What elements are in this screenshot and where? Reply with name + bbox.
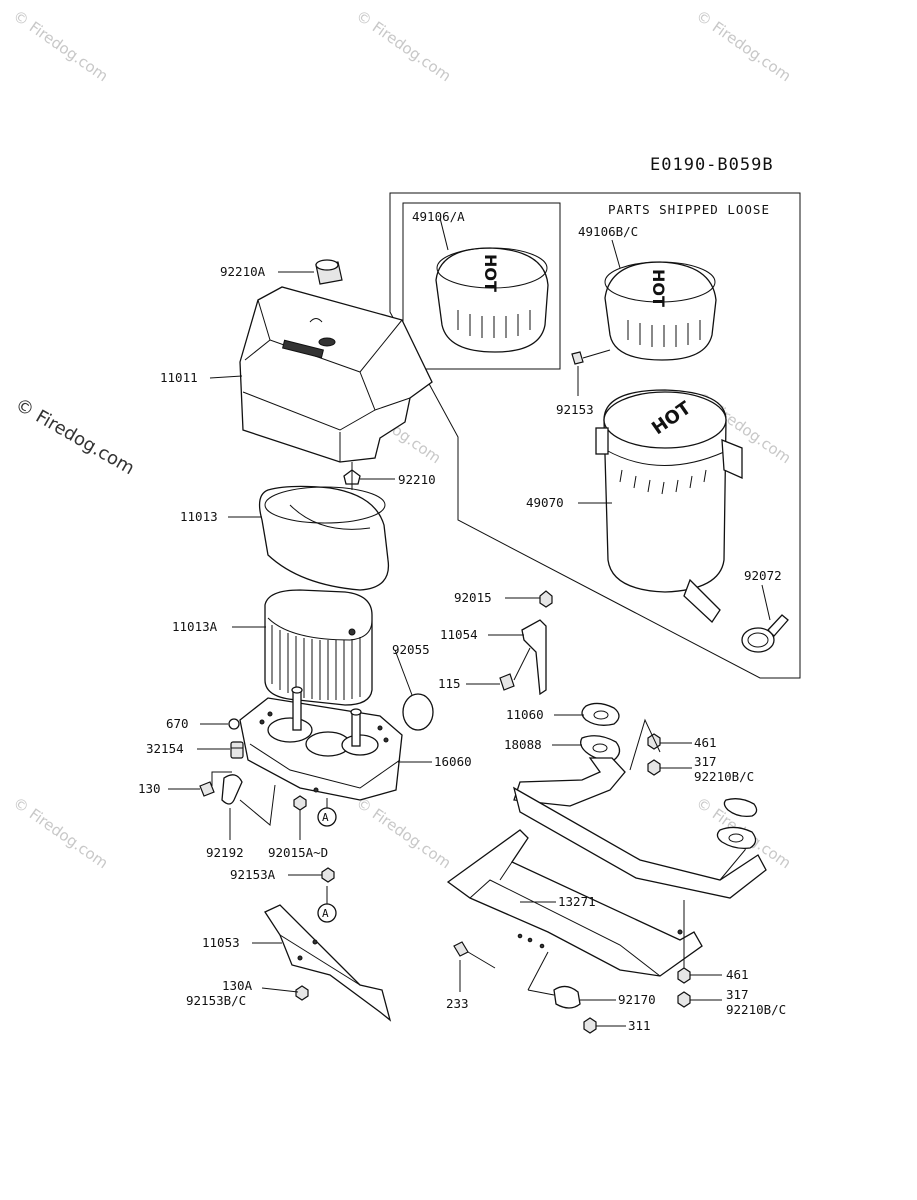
callout-92170: 92170 <box>618 992 656 1007</box>
callout-92153b-c: 92153B/C <box>186 993 246 1008</box>
part-92072-clamp <box>741 614 789 653</box>
part-18088-pipe <box>512 735 767 899</box>
callout-670: 670 <box>166 716 189 731</box>
watermark: © Firedog.com <box>10 7 112 86</box>
callout-49106b-c: 49106B/C <box>578 224 638 239</box>
callout-11013: 11013 <box>180 509 218 524</box>
callout-92072: 92072 <box>744 568 782 583</box>
part-11060-gasket <box>581 702 620 726</box>
callout-115: 115 <box>438 676 461 691</box>
callout-92210: 92210 <box>398 472 436 487</box>
callout-130: 130 <box>138 781 161 796</box>
callout-92153a: 92153A <box>230 867 276 882</box>
part-317-nut-b <box>677 991 691 1008</box>
part-13271-bracket <box>446 829 703 977</box>
part-92170-clamp <box>527 951 581 1009</box>
watermark: © Firedog.com <box>353 7 455 86</box>
callout-49070: 49070 <box>526 495 564 510</box>
callout-92015a-d: 92015A~D <box>268 845 328 860</box>
part-11053-bracket <box>264 904 392 1022</box>
box-note: PARTS SHIPPED LOOSE <box>608 202 770 217</box>
callout-130a: 130A <box>222 978 253 993</box>
callout-311: 311 <box>628 1018 651 1033</box>
part-461-washer-a <box>647 733 661 750</box>
callout-18088: 18088 <box>504 737 542 752</box>
callout-92210b-c-a: 92210B/C <box>694 769 754 784</box>
callout-13271: 13271 <box>558 894 596 909</box>
part-670-ring <box>228 718 240 730</box>
watermark-main: © Firedog.com <box>12 394 138 479</box>
callout-92153: 92153 <box>556 402 594 417</box>
callout-92210a: 92210A <box>220 264 266 279</box>
part-115-bolt <box>499 647 531 691</box>
callout-233: 233 <box>446 996 469 1011</box>
callout-317-b: 317 <box>726 987 749 1002</box>
watermark: © Firedog.com <box>693 7 795 86</box>
part-32154-fitting <box>230 741 244 759</box>
ref-mark-label: A <box>322 907 329 920</box>
part-11054-bracket <box>521 619 547 696</box>
watermark: © Firedog.com <box>353 794 455 873</box>
part-92210-wingnut <box>343 462 361 490</box>
part-11013-foam <box>258 485 390 591</box>
part-49106bc-screen: HOT <box>604 261 717 361</box>
callout-92192: 92192 <box>206 845 244 860</box>
watermark: © Firedog.com <box>10 794 112 873</box>
part-92153bc-bolt <box>295 985 309 1001</box>
callout-11053: 11053 <box>202 935 240 950</box>
callout-92210b-c-b: 92210B/C <box>726 1002 786 1017</box>
inner-box-49106a <box>402 202 561 370</box>
part-49106a-screen: HOT <box>435 247 549 353</box>
callout-461-a: 461 <box>694 735 717 750</box>
callout-11013a: 11013A <box>172 619 218 634</box>
callout-16060: 16060 <box>434 754 472 769</box>
callout-92055: 92055 <box>392 642 430 657</box>
part-92055-oring <box>402 693 434 731</box>
part-317-nut-a <box>647 759 661 776</box>
callout-49106a: 49106/A <box>412 209 465 224</box>
part-92015ad-nut <box>293 795 307 840</box>
svg-text:HOT: HOT <box>481 254 500 292</box>
callout-92015: 92015 <box>454 590 492 605</box>
callout-317-a: 317 <box>694 754 717 769</box>
part-92015-nut <box>539 590 553 608</box>
part-16060-base <box>239 686 403 801</box>
part-92210a-knob <box>315 259 343 285</box>
part-92153a-bolt <box>321 867 335 883</box>
callout-11011: 11011 <box>160 370 198 385</box>
part-11011-cover <box>239 286 433 463</box>
callout-11054: 11054 <box>440 627 478 642</box>
part-92192-hose <box>211 771 276 840</box>
part-49070-muffler: HOT <box>595 389 743 623</box>
part-130-bolt <box>199 781 215 797</box>
callout-labels: 92210A 11011 92210 11013 11013A 92055 67… <box>138 209 786 1033</box>
ref-mark-a-1: A <box>317 798 337 827</box>
callout-11060: 11060 <box>506 707 544 722</box>
callout-461-b: 461 <box>726 967 749 982</box>
diagram-code: E0190-B059B <box>650 155 774 175</box>
part-461-washer-b <box>677 967 691 984</box>
part-11013a-element <box>264 589 373 706</box>
ref-mark-label: A <box>322 811 329 824</box>
svg-text:HOT: HOT <box>649 269 668 307</box>
callout-32154: 32154 <box>146 741 184 756</box>
part-92153-screw <box>571 349 611 365</box>
part-311-nut <box>583 1017 597 1034</box>
ref-mark-a-2: A <box>317 886 337 923</box>
part-233-bolt <box>453 941 496 992</box>
